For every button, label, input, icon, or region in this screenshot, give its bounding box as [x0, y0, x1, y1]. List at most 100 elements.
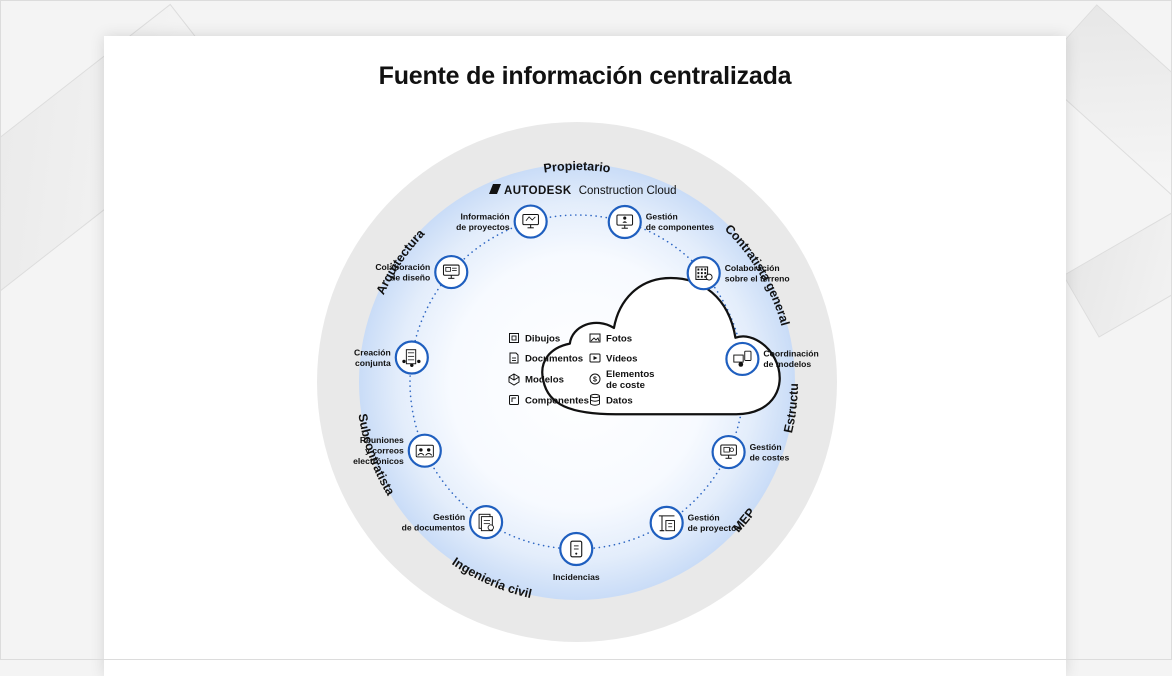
module-node-circle: [725, 341, 760, 377]
cloud-item: Componentes: [509, 395, 589, 407]
cloud-item: Dibujos: [509, 333, 560, 345]
module-label-line: de documentos: [402, 522, 466, 532]
module-label-line: Gestión: [646, 212, 678, 222]
database-icon: [590, 393, 600, 406]
module-label-line: electrónicos: [353, 456, 404, 466]
cloud-item-label: Dibujos: [525, 334, 560, 345]
module-label-line: de proyectos: [456, 222, 510, 232]
module-label-line: Colaboración: [725, 263, 780, 273]
module-label-line: de diseño: [390, 272, 430, 282]
module-label-line: sobre el terreno: [725, 273, 790, 283]
cloud-item-label: Vídeos: [606, 354, 637, 365]
cloud-item-label: Modelos: [525, 375, 564, 386]
cloud-item-label-line: Datos: [606, 396, 633, 407]
module-label-line: y correos: [365, 446, 404, 456]
monitor-design-icon: [442, 264, 460, 279]
cloud-item-label-line: Modelos: [525, 375, 564, 386]
module-label-line: Información: [460, 211, 509, 221]
monitor-person-icon: [616, 214, 634, 229]
cloud-item-label: Datos: [606, 396, 633, 407]
cloud-item: Datos: [590, 393, 633, 407]
brand-name: AUTODESK: [504, 185, 572, 197]
cloud-item: Fotos: [589, 333, 632, 345]
module-node-circle: [394, 340, 429, 375]
meeting-icon: [415, 444, 434, 458]
cloud-item: Vídeos: [589, 353, 637, 365]
module-node-circle: [513, 204, 548, 239]
autodesk-logo-icon: [489, 184, 501, 194]
crane-building-icon: [658, 515, 675, 532]
module-label-line: Reuniones: [360, 435, 404, 445]
module-label-line: de proyectos: [688, 523, 742, 533]
cloud-item: Documentos: [509, 352, 583, 365]
infographic-sheet: Fuente de información centralizada Propi…: [104, 36, 1066, 676]
module-node-circle: [407, 433, 442, 468]
cloud-item-label-line: Fotos: [606, 334, 632, 345]
module-label-line: conjunta: [355, 358, 391, 368]
module-label-line: Incidencias: [553, 572, 600, 582]
module-label-line: de modelos: [763, 359, 811, 369]
cloud-item-label: Componentes: [525, 396, 589, 407]
building-people-icon: [402, 349, 421, 368]
dollar-icon: $: [589, 373, 601, 385]
document-stack-icon: [478, 513, 494, 532]
video-icon: [589, 353, 601, 363]
cloud-item-label-line: Dibujos: [525, 334, 560, 345]
cloud-shape: [541, 276, 781, 416]
cloud-item-label-line: Elementos: [606, 369, 655, 380]
module-label-line: Gestión: [688, 513, 720, 523]
cloud-item-label-line: Vídeos: [606, 354, 637, 365]
module-label-line: de componentes: [646, 222, 715, 232]
module-label-line: Gestión: [750, 442, 782, 452]
cloud-item-label: Fotos: [606, 334, 632, 345]
monitor-info-icon: [522, 214, 539, 229]
module-label-line: Coordinación: [763, 349, 818, 359]
photo-icon: [589, 333, 601, 343]
tablet-icon: [570, 540, 583, 558]
svg-text:AUTODESK Construction: AUTODESK Construction Cloud: [504, 185, 677, 197]
module-label-line: de costes: [750, 452, 790, 462]
module-label-line: Creación: [354, 347, 391, 357]
document-icon: [509, 352, 519, 364]
module-node-circle: [434, 254, 469, 290]
background-shape: [1062, 194, 1172, 338]
monitor-cost-icon: [720, 444, 737, 459]
page-title: Fuente de información centralizada: [378, 62, 792, 90]
cloud-item-label: Documentos: [525, 354, 583, 365]
module-node-circle: [686, 256, 721, 291]
module-node-circle: [649, 505, 684, 540]
autodesk-brand: AUTODESK Construction Cloud: [489, 184, 677, 197]
module-node: Incidencias: [553, 531, 600, 582]
cloud-item-label-line: Documentos: [525, 354, 583, 365]
drawing-icon: [509, 333, 519, 343]
module-label-line: Colaboración: [375, 262, 430, 272]
cloud-item-label-line: de coste: [606, 380, 645, 391]
module-label-line: Gestión: [433, 512, 465, 522]
module-label: Incidencias: [553, 572, 600, 582]
